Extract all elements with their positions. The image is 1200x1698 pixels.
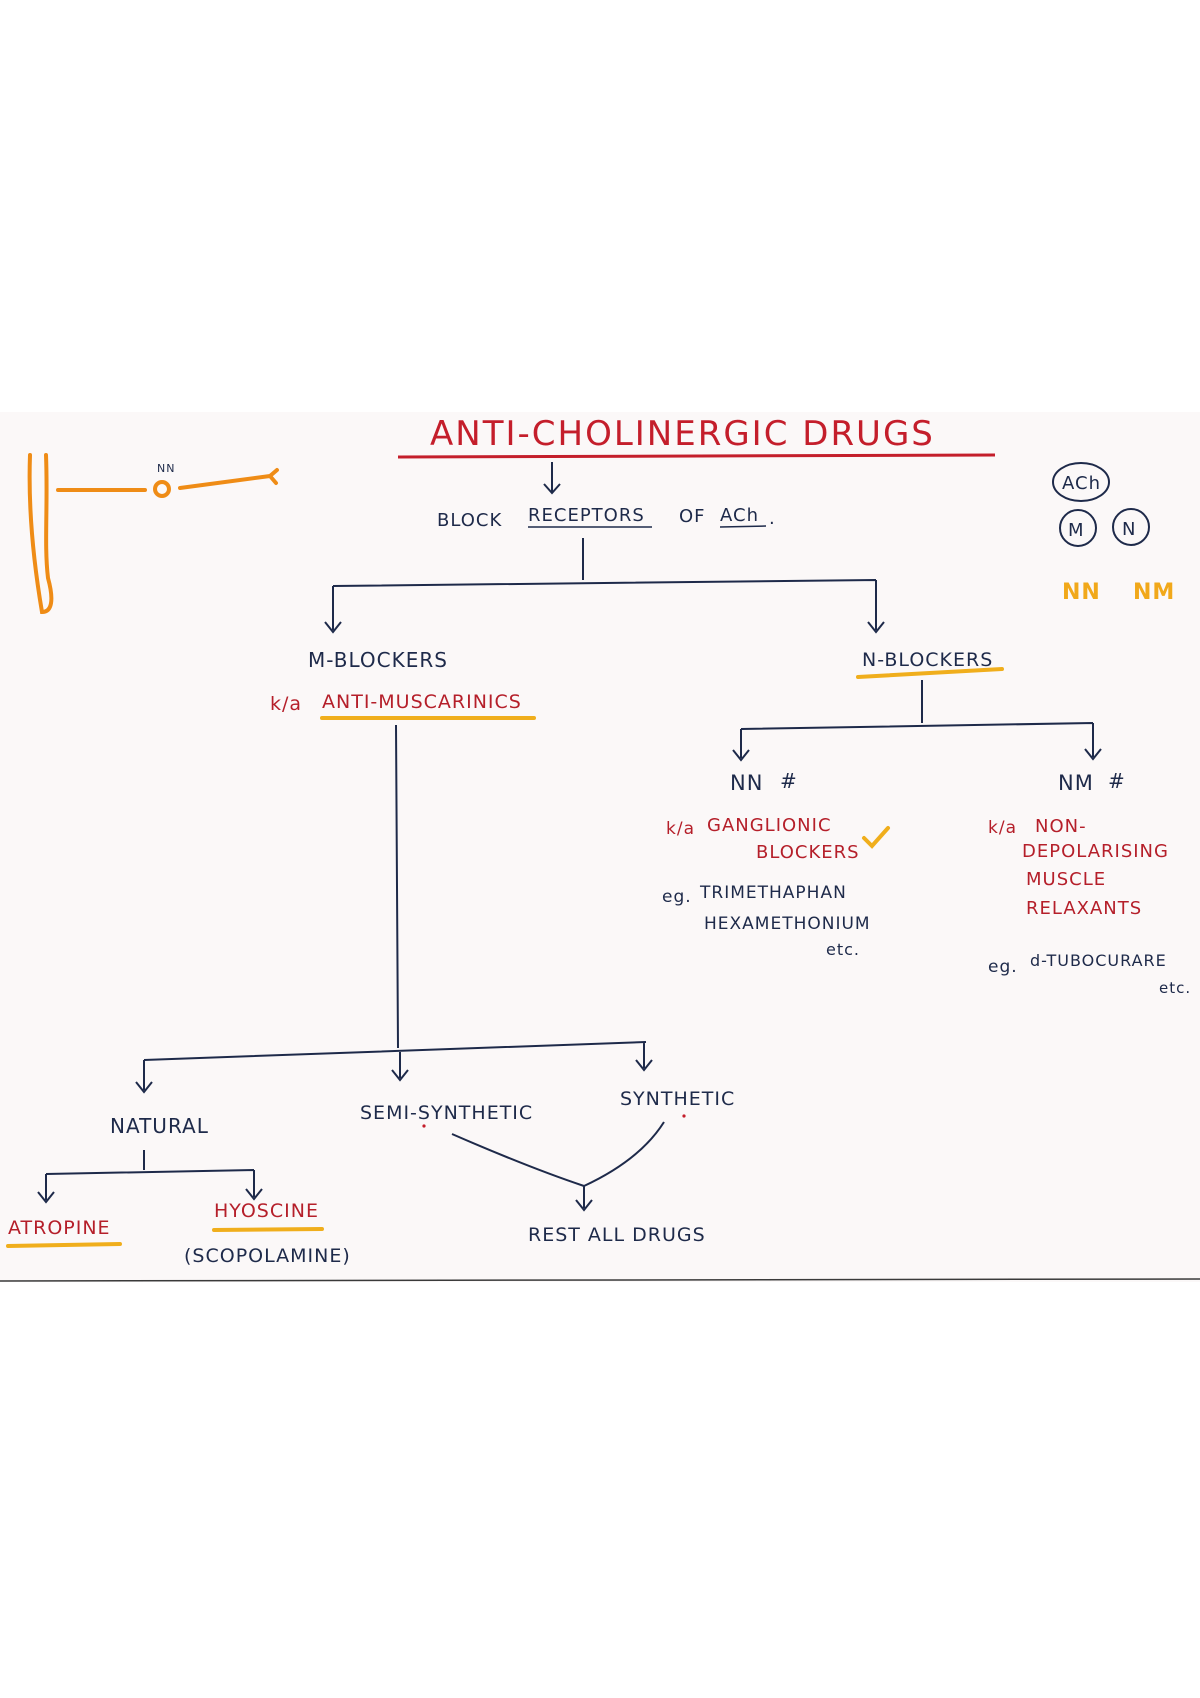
atropine-highlight — [6, 1242, 122, 1248]
legend-n: N — [1122, 519, 1136, 540]
muscle-label: MUSCLE — [1026, 869, 1106, 890]
legend-nn: NN — [1062, 580, 1101, 605]
m-blockers-heading: M-BLOCKERS — [308, 648, 448, 672]
nm-ka: k/a — [988, 818, 1017, 838]
ach-underline — [719, 525, 767, 528]
subtitle-block: BLOCK — [437, 510, 502, 531]
nm-label: NM — [1058, 771, 1094, 795]
hyoscine-highlight — [212, 1227, 324, 1232]
hyoscine-label: HYOSCINE — [214, 1200, 319, 1222]
sketch-nn-label: NN — [157, 462, 175, 475]
top-split-connector — [324, 538, 885, 634]
ganglionic-label: GANGLIONIC — [707, 815, 832, 836]
n-blockers-heading: N-BLOCKERS — [862, 649, 993, 671]
anti-muscarinics-label: ANTI-MUSCARINICS — [322, 691, 522, 713]
check-mark-icon — [862, 826, 890, 849]
subtitle-dot: . — [769, 508, 776, 529]
sketch-orange-line — [56, 468, 279, 492]
nn-etc: etc. — [826, 940, 860, 959]
m-circle — [1059, 509, 1097, 547]
title-underline — [397, 453, 996, 459]
legend-ach: ACh — [1062, 473, 1101, 494]
scopolamine-label: (SCOPOLAMINE) — [184, 1245, 351, 1267]
nm-hash: # — [1108, 769, 1126, 793]
nn-ka: k/a — [666, 819, 695, 839]
subtitle-ach: ACh — [720, 505, 759, 526]
nm-etc: etc. — [1159, 979, 1191, 997]
subtitle-of: OF — [679, 506, 706, 527]
ach-circle — [1052, 462, 1110, 502]
page-bottom-edge — [0, 1278, 1200, 1282]
n-blockers-highlight — [856, 667, 1004, 679]
nn-hash: # — [780, 769, 798, 793]
natural-label: NATURAL — [110, 1114, 209, 1138]
m-ka: k/a — [270, 693, 302, 715]
legend-nm: NM — [1133, 580, 1175, 605]
rest-all-drugs-label: REST ALL DRUGS — [528, 1224, 706, 1246]
diagram-title: ANTI-CHOLINERGIC DRUGS — [430, 414, 935, 454]
tubocurare-label: d-TUBOCURARE — [1030, 951, 1167, 970]
blockers-label: BLOCKERS — [756, 842, 860, 863]
synthetic-tick — [682, 1114, 686, 1118]
legend-m: M — [1068, 520, 1085, 541]
notebook-page — [0, 412, 1200, 1282]
natural-split-connector — [37, 1150, 263, 1204]
synthetic-label: SYNTHETIC — [620, 1088, 735, 1110]
sketch-orange-loop — [27, 453, 54, 615]
depolarising-label: DEPOLARISING — [1022, 841, 1169, 862]
type-split-connector — [135, 724, 653, 1094]
semi-tick — [422, 1124, 426, 1128]
sketch-synapse-circle — [153, 480, 171, 498]
trimethaphan-label: TRIMETHAPHAN — [699, 883, 847, 903]
nn-eg: eg. — [662, 887, 692, 907]
merge-connector — [451, 1121, 665, 1212]
relaxants-label: RELAXANTS — [1026, 898, 1142, 919]
title-arrow — [543, 462, 561, 495]
n-circle — [1112, 508, 1150, 546]
nn-label: NN — [730, 771, 763, 795]
subtitle-receptors: RECEPTORS — [528, 505, 645, 526]
nm-eg: eg. — [988, 957, 1018, 977]
atropine-label: ATROPINE — [8, 1217, 111, 1239]
n-split-connector — [732, 680, 1102, 762]
semi-synthetic-label: SEMI-SYNTHETIC — [360, 1102, 533, 1124]
hexamethonium-label: HEXAMETHONIUM — [704, 914, 871, 934]
non-label: NON- — [1035, 816, 1087, 837]
